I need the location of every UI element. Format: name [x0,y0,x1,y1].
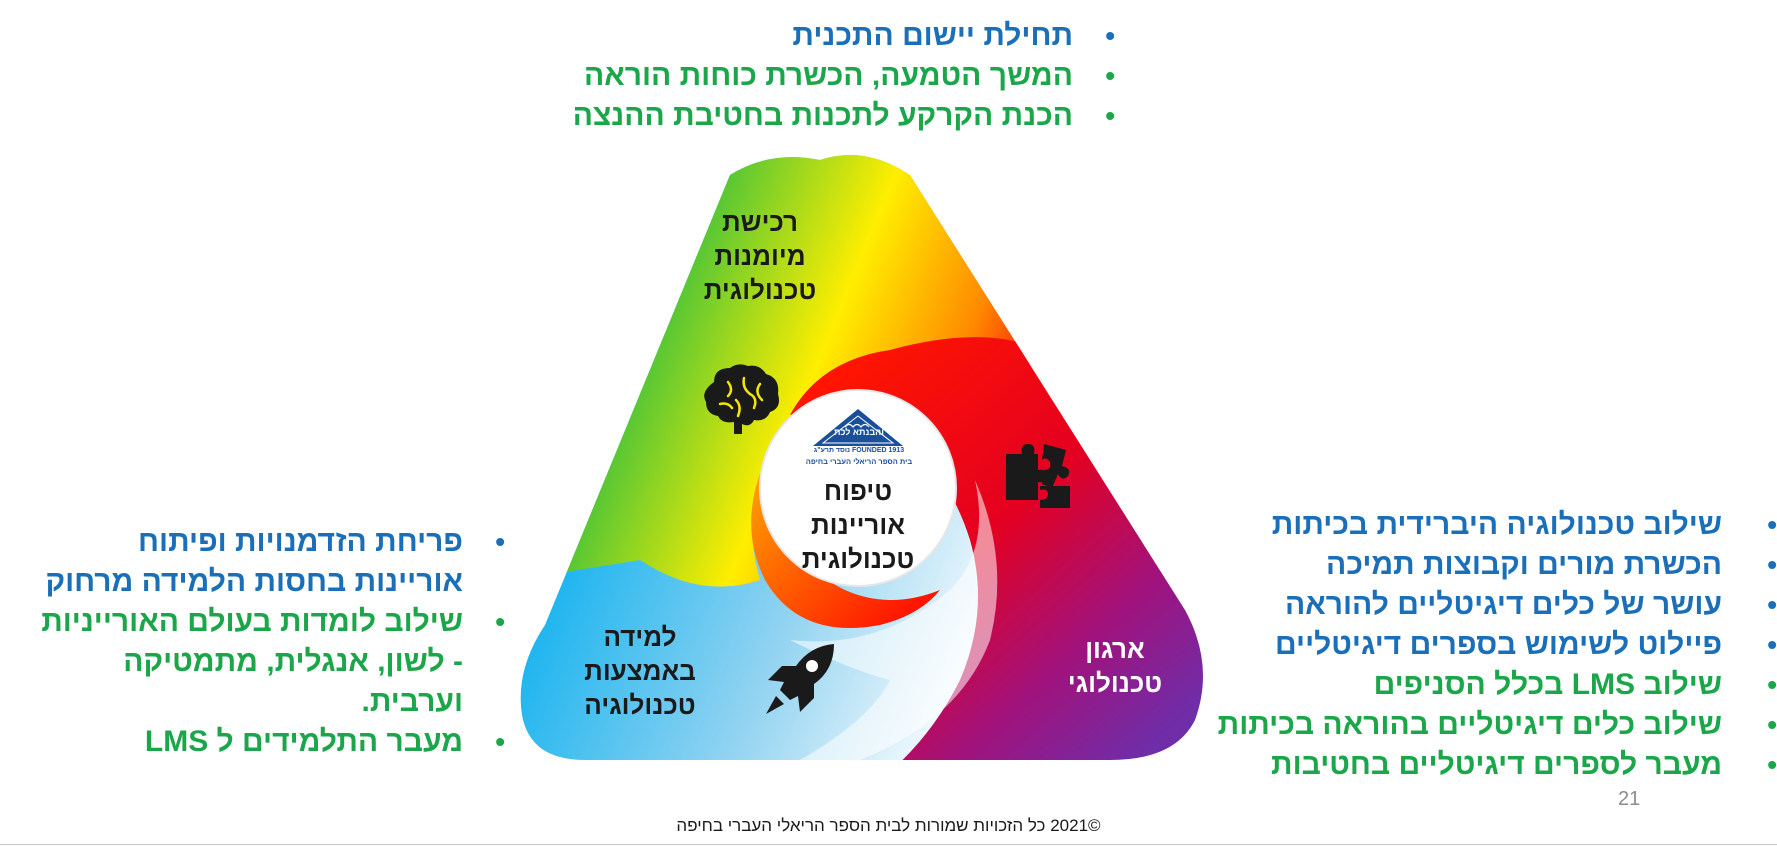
school-logo-mark [813,409,903,446]
right-bullet-item: הכשרת מורים וקבוצות תמיכה [1057,545,1777,585]
rocket-icon [766,644,834,714]
page-number: 21 [1618,788,1641,810]
left-bullet-list: פריחת הזדמנויות ופיתוח אוריינות בחסות הל… [25,522,505,762]
right-bullet-item: שילוב טכנולוגיה היברידית בכיתות [1057,505,1777,545]
logo-school-name: בית הספר הריאלי העברי בחיפה [805,457,913,466]
top-bullet-item: המשך הטמעה, הכשרת כוחות הוראה [573,56,1115,96]
copyright-footer: ©2021 כל הזכויות שמורות לבית הספר הריאלי… [676,816,1101,835]
right-bullet-item: מעבר לספרים דיגיטליים בחטיבות [1057,745,1777,785]
logo-name: והבנתא לכת [834,427,884,437]
segment-label-top: רכישת מיומנות טכנולוגית [703,207,817,305]
bottom-divider [0,844,1777,845]
logo-founded: FOUNDED 1913 נוסד תרע"ג [813,447,905,454]
segment-label-center: טיפוח אוריינות טכנולוגית [801,476,915,574]
right-bullet-item: שילוב כלים דיגיטליים בהוראה בכיתות [1057,705,1777,745]
right-bullet-item: שילוב LMS בכלל הסניפים [1057,665,1777,705]
left-bullet-item: מעבר התלמידים ל LMS [25,722,505,762]
puzzle-icon [1006,444,1070,508]
right-bullet-item: עושר של כלים דיגיטליים להוראה [1057,585,1777,625]
left-bullet-item: שילוב לומדות בעולם האורייניות - לשון, אנ… [25,602,505,722]
right-bullet-list: שילוב טכנולוגיה היברידית בכיתות הכשרת מו… [1057,505,1777,785]
right-bullet-item: פיילוט לשימוש בספרים דיגיטליים [1057,625,1777,665]
brain-icon [704,364,779,434]
school-logo: והבנתא לכת FOUNDED 1913 נוסד תרע"ג בית ה… [800,405,918,471]
cycle-triangle-diagram [520,155,1203,760]
left-bullet-item: פריחת הזדמנויות ופיתוח אוריינות בחסות הל… [25,522,505,602]
top-bullet-item: תחילת יישום התכנית [573,16,1115,56]
top-bullet-list: תחילת יישום התכנית המשך הטמעה, הכשרת כוח… [573,16,1116,136]
segment-label-left: למידה באמצעות טכנולוגיה [584,622,696,720]
top-bullet-item: הכנת הקרקע לתכנות בחטיבת ההנצה [573,96,1116,136]
